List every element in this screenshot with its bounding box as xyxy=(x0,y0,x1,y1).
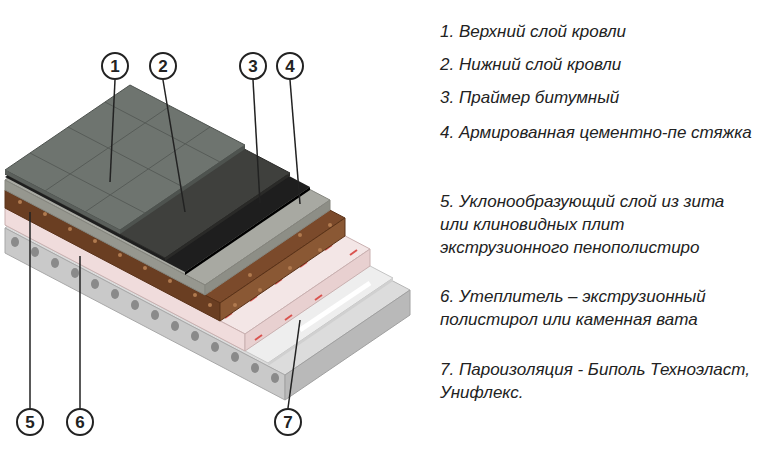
top-roofing-top xyxy=(5,85,245,230)
layer-caption: 7. Пароизоляция - Биполь Техноэласт, Уни… xyxy=(440,358,752,404)
layer-caption: 3. Праймер битумный xyxy=(440,86,752,109)
layer-caption: 6. Утеплитель – экструзионный полистирол… xyxy=(440,285,752,331)
callout-circle: 4 xyxy=(276,52,304,80)
callout-number: 3 xyxy=(248,58,257,75)
callout-number: 2 xyxy=(158,58,167,75)
callout-circle: 2 xyxy=(149,52,177,80)
callout-number: 6 xyxy=(75,414,84,431)
layer-caption: 2. Нижний слой кровли xyxy=(440,53,752,76)
callout-circle: 7 xyxy=(274,408,302,436)
callout-number: 5 xyxy=(25,414,34,431)
callout-circle: 1 xyxy=(101,52,129,80)
callout-circle: 6 xyxy=(66,408,94,436)
callout-circle: 5 xyxy=(16,408,44,436)
layer-caption: 1. Верхний слой кровли xyxy=(440,20,752,43)
callout-number: 7 xyxy=(283,414,292,431)
callout-number: 4 xyxy=(285,58,294,75)
layer-caption: 5. Уклонообразующий слой из зита или кли… xyxy=(440,190,752,259)
layer-caption: 4. Армированная цементно-пе стяжка xyxy=(440,121,752,144)
top-roofing-side xyxy=(120,145,245,234)
top-roofing-seams xyxy=(30,102,220,213)
callout-number: 1 xyxy=(110,58,119,75)
callout-circle: 3 xyxy=(239,52,267,80)
leader-lines xyxy=(30,80,300,408)
